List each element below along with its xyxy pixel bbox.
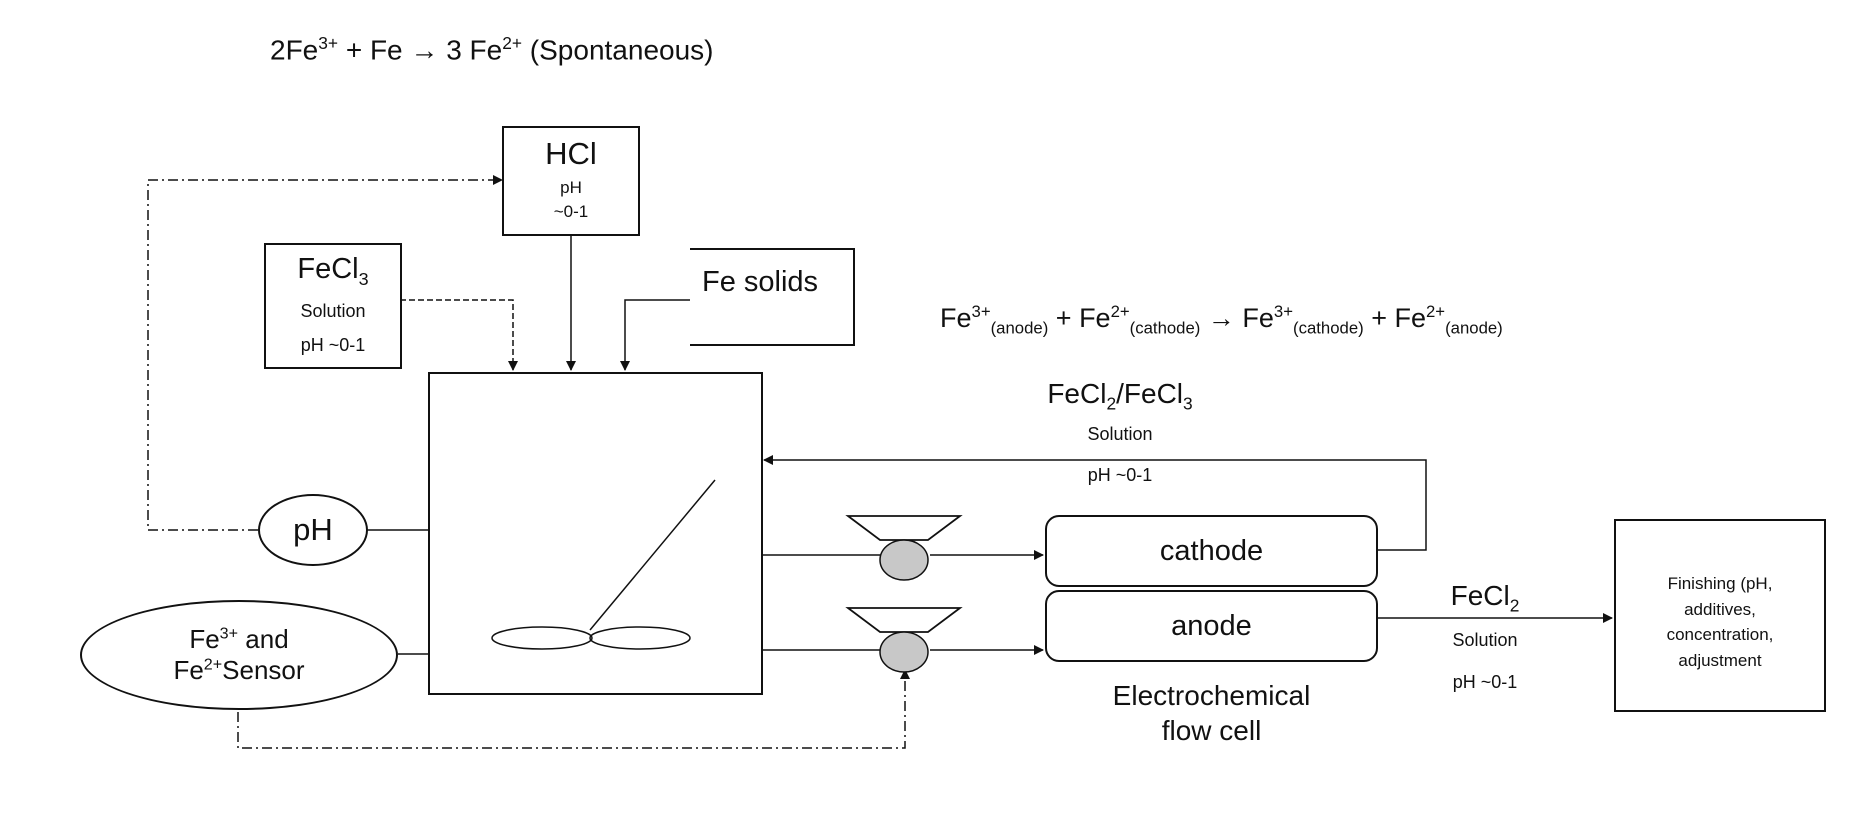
fe-sensor-term: Fe xyxy=(189,624,219,654)
fe-sensor-term: Fe xyxy=(173,655,203,685)
eq-term: + Fe xyxy=(1364,303,1426,333)
fe-ion-sensor: Fe3+ and Fe2+Sensor xyxy=(80,600,398,710)
finishing-box: Finishing (pH, additives, concentration,… xyxy=(1614,519,1826,712)
anode-label: anode xyxy=(1171,610,1252,643)
arrow-right-icon: → xyxy=(410,34,438,65)
hcl-ph-label: pH xyxy=(504,178,638,198)
eq-term: 3 Fe xyxy=(438,34,502,65)
product-ph-value: pH ~0-1 xyxy=(1420,672,1550,693)
fecl3-feed-box: FeCl3 Solution pH ~0-1 xyxy=(264,243,402,369)
recycle-solution-text: Solution xyxy=(1040,424,1200,445)
finishing-line1: Finishing (pH, xyxy=(1616,571,1824,597)
eq-location: (cathode) xyxy=(1130,318,1201,337)
fecl3-formula: FeCl xyxy=(297,253,358,285)
recycle-formula: FeCl xyxy=(1047,378,1106,409)
recycle-subscript: 3 xyxy=(1183,394,1193,414)
eq-term: + Fe xyxy=(338,34,410,65)
eq-term: + Fe xyxy=(1048,303,1110,333)
finishing-line4: adjustment xyxy=(1616,648,1824,674)
eq-charge: 2+ xyxy=(1111,302,1130,321)
product-solution-label: FeCl2 xyxy=(1420,580,1550,617)
fecl3-solution-label: Solution xyxy=(266,301,400,322)
spontaneous-reaction-equation: 2Fe3+ + Fe → 3 Fe2+ (Spontaneous) xyxy=(270,34,714,67)
fe-solids-box: Fe solids xyxy=(690,248,855,346)
cathode-label: cathode xyxy=(1160,535,1263,568)
fe-sensor-term: and xyxy=(238,624,289,654)
hcl-title: HCl xyxy=(504,136,638,172)
fe-solids-label: Fe solids xyxy=(702,266,818,299)
eq-location: (anode) xyxy=(991,318,1049,337)
finishing-line2: additives, xyxy=(1616,597,1824,623)
finishing-line3: concentration, xyxy=(1616,622,1824,648)
product-formula: FeCl xyxy=(1451,580,1510,611)
eq-charge: 2+ xyxy=(502,33,522,53)
eq-term: Fe xyxy=(1242,303,1274,333)
fecl3-ph-value: pH ~0-1 xyxy=(266,335,400,356)
hcl-ph-value: ~0-1 xyxy=(504,202,638,222)
fecl3-feed-line xyxy=(400,300,513,370)
cathode-pump xyxy=(848,516,960,580)
product-subscript: 2 xyxy=(1510,596,1520,616)
eq-charge: 3+ xyxy=(972,302,991,321)
eq-location: (anode) xyxy=(1445,318,1503,337)
anode-pump xyxy=(848,608,960,672)
cathode-chamber: cathode xyxy=(1045,515,1378,587)
finishing-text: Finishing (pH, additives, concentration,… xyxy=(1616,571,1824,673)
fe-sensor-charge: 3+ xyxy=(220,624,238,642)
eq-term: 2Fe xyxy=(270,34,318,65)
recycle-formula: /FeCl xyxy=(1116,378,1183,409)
recycle-solution-label: FeCl2/FeCl3 xyxy=(1040,378,1200,415)
eq-charge: 2+ xyxy=(1426,302,1445,321)
fecl3-subscript: 3 xyxy=(359,269,369,289)
flow-cell-caption: Electrochemical flow cell xyxy=(1045,678,1378,748)
ph-sensor: pH xyxy=(258,494,368,566)
eq-term: Fe xyxy=(940,303,972,333)
recycle-ph-value: pH ~0-1 xyxy=(1040,465,1200,486)
fe-sensor-charge: 2+ xyxy=(204,655,222,673)
fe-sensor-term: Sensor xyxy=(222,655,304,685)
arrow-right-icon: → xyxy=(1200,303,1242,333)
product-solution-text: Solution xyxy=(1420,630,1550,651)
eq-term: (Spontaneous) xyxy=(522,34,713,65)
ph-sensor-label: pH xyxy=(293,512,333,548)
fe-sensor-line1: Fe3+ and xyxy=(189,624,288,655)
fecl3-title: FeCl3 xyxy=(266,253,400,289)
recycle-subscript: 2 xyxy=(1106,394,1116,414)
fe-sensor-line2: Fe2+Sensor xyxy=(173,655,304,686)
reactor-vessel xyxy=(429,373,762,694)
eq-location: (cathode) xyxy=(1293,318,1364,337)
flow-cell-caption-line2: flow cell xyxy=(1045,713,1378,748)
eq-charge: 3+ xyxy=(318,33,338,53)
eq-charge: 3+ xyxy=(1274,302,1293,321)
fe-solids-feed-line xyxy=(625,300,690,370)
flow-cell-caption-line1: Electrochemical xyxy=(1045,678,1378,713)
anode-chamber: anode xyxy=(1045,590,1378,662)
flow-cell-reaction-equation: Fe3+(anode) + Fe2+(cathode) → Fe3+(catho… xyxy=(940,302,1503,338)
hcl-feed-box: HCl pH ~0-1 xyxy=(502,126,640,236)
